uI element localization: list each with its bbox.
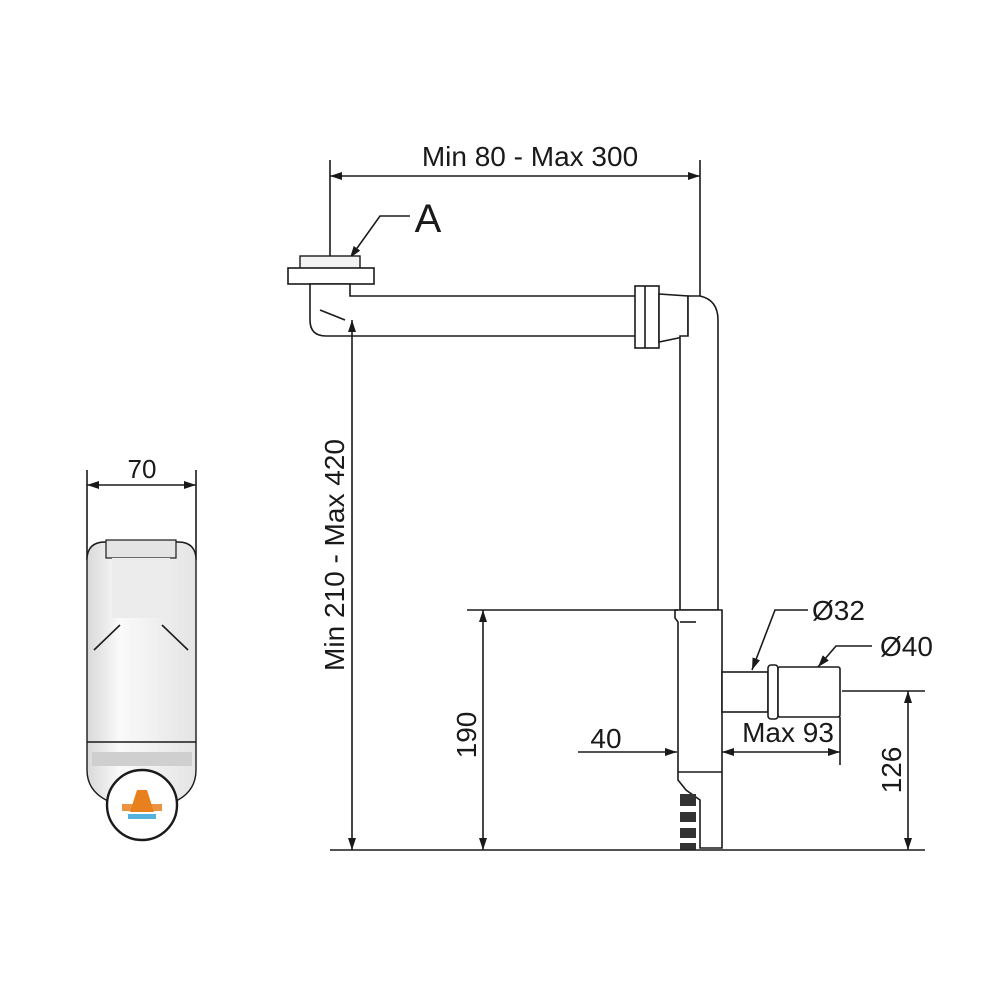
height-190-label: 190 [451,712,482,759]
brand-logo [122,790,162,819]
max-93-label: Max 93 [742,717,834,748]
diameter-40-label: Ø40 [880,631,933,662]
top-width-label: Min 80 - Max 300 [422,141,638,172]
diameter-callouts: Ø32 Ø40 [751,595,933,671]
offset-dimensions: 40 Max 93 [578,717,841,765]
label-a-callout: A [349,197,442,259]
outlet-pipe [721,664,841,720]
pipe-assembly [287,255,719,611]
height-126-label: 126 [876,747,907,794]
total-height-label: Min 210 - Max 420 [319,439,350,671]
label-a: A [415,197,442,241]
siphon-body [674,609,723,850]
height-126-dimension: 126 [842,690,925,850]
side-width-label: 70 [128,454,157,484]
offset-40-label: 40 [590,723,621,754]
total-height-dimension: Min 210 - Max 420 [319,320,356,850]
top-width-dimension: Min 80 - Max 300 [329,141,701,300]
side-view: 70 [86,454,197,842]
height-190-dimension: 190 [451,609,678,850]
diameter-32-label: Ø32 [812,595,865,626]
